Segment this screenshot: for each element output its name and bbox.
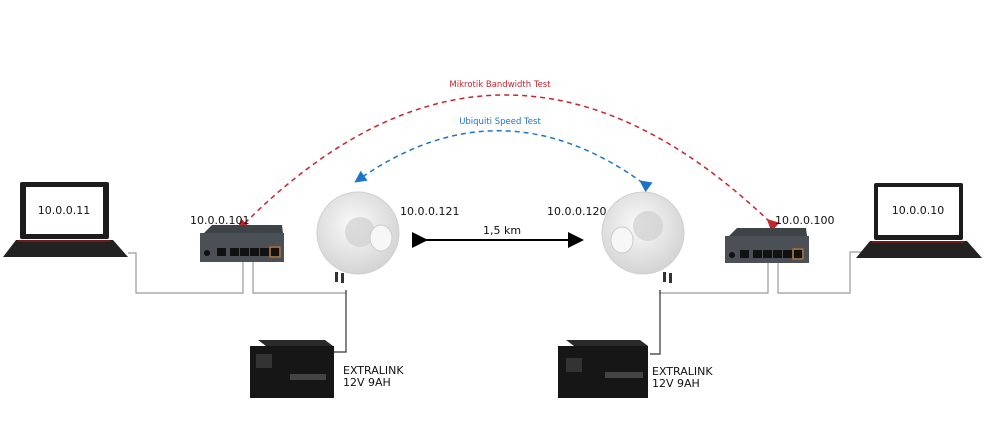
mikrotik-test-label: Mikrotik Bandwidth Test — [449, 80, 551, 90]
right-antenna — [601, 191, 685, 283]
cable-left-laptop-router — [128, 252, 244, 294]
ubiquiti-test-arrow — [354, 130, 653, 193]
left-router-ip: 10.0.0.101 — [190, 214, 249, 227]
right-router — [725, 228, 809, 263]
left-antenna-ip: 10.0.0.121 — [400, 205, 459, 218]
cables — [128, 251, 862, 355]
ubiquiti-test-label: Ubiquiti Speed Test — [459, 117, 541, 127]
left-laptop: 10.0.0.11 — [3, 182, 128, 257]
cable-right-antenna-router — [659, 262, 769, 294]
right-laptop-ip: 10.0.0.10 — [892, 204, 944, 217]
right-battery-brand: EXTRALINK — [652, 365, 713, 378]
right-antenna-ip: 10.0.0.120 — [547, 205, 606, 218]
cable-left-router-antenna — [252, 262, 347, 294]
right-router-ip: 10.0.0.100 — [775, 214, 834, 227]
cable-right-router-laptop — [777, 251, 862, 294]
distance-label: 1,5 km — [483, 224, 521, 237]
cable-left-battery — [334, 290, 347, 353]
right-battery — [558, 340, 648, 398]
left-antenna — [316, 191, 400, 283]
right-battery-spec: 12V 9AH — [652, 377, 700, 390]
left-battery-spec: 12V 9AH — [343, 376, 391, 389]
right-laptop: 10.0.0.10 — [856, 183, 982, 258]
mikrotik-test-arrow — [236, 94, 780, 232]
left-battery-brand: EXTRALINK — [343, 364, 404, 377]
left-laptop-ip: 10.0.0.11 — [38, 204, 90, 217]
left-router — [200, 225, 284, 262]
cable-right-battery — [650, 290, 661, 355]
left-battery — [250, 340, 334, 398]
